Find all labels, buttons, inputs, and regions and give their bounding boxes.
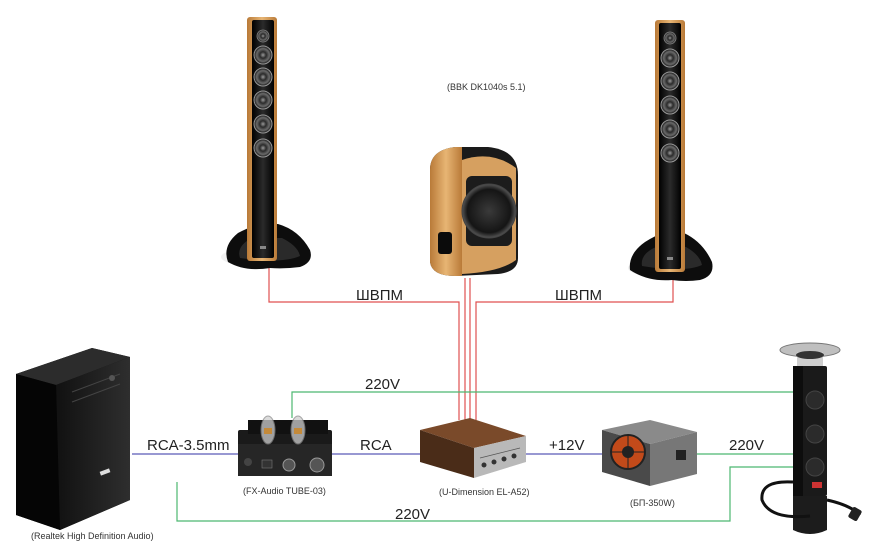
right-speaker-cable-label: ШВПМ [555,287,603,304]
system-title: (BBK DK1040s 5.1) [447,82,526,92]
right-speaker-wire [475,278,674,420]
knob-icon [282,458,296,472]
dac-to-amp-label: RCA [360,437,392,454]
subwoofer [430,147,518,276]
outlet-icon [805,424,825,444]
pc-power-wire [176,466,795,522]
dac-power-wire [291,391,800,418]
knob-icon [309,457,325,473]
psu-to-amp-label: +12V [549,437,585,454]
woofer-icon [461,183,517,239]
dac-caption: (FX-Audio TUBE-03) [243,486,326,496]
pc-to-dac-label: RCA-3.5mm [147,437,230,454]
pc-tower [16,348,130,530]
right-speaker [628,20,713,281]
power-wires [176,391,800,522]
left-speaker-wire [268,268,460,420]
pc-caption: (Realtek High Definition Audio) [31,531,154,541]
amplifier [420,418,526,478]
power-supply [602,420,697,486]
power-button-icon [109,375,115,381]
tweeter-icon [663,31,677,45]
outlet-icon [805,457,825,477]
dac-power-label: 220V [365,376,401,393]
tweeter-icon [256,29,270,43]
left-speaker [221,17,311,270]
outlet-icon [805,390,825,410]
left-speaker-cable-label: ШВПМ [356,287,404,304]
amp-caption: (U-Dimension EL-A52) [439,487,530,497]
pc-power-label: 220V [395,506,431,523]
tube-dac [238,415,332,476]
power-socket-tower [760,342,862,534]
psu-power-label: 220V [729,437,765,454]
speaker-wires [268,268,674,420]
psu-caption: (БП-350W) [630,498,675,508]
